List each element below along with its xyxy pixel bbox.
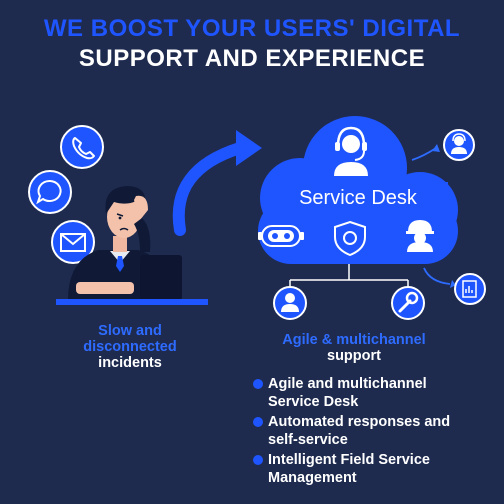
list-item-line-2: self-service [268,432,348,448]
headset-agent-icon [334,126,368,176]
list-item-line-1: Agile and multichannel [268,376,427,392]
bullet-dot-icon [253,417,263,427]
list-item: Automated responses and self-service [250,413,500,449]
list-item-line-2: Management [268,470,357,486]
right-caption: Agile & multichannel support [268,332,440,364]
list-item: Agile and multichannel Service Desk [250,375,500,411]
field-technician-icon [406,220,434,252]
left-caption-line-3: incidents [98,355,162,371]
title-line-2: SUPPORT AND EXPERIENCE [78,45,426,72]
list-item: Intelligent Field Service Management [250,451,500,487]
list-item-line-1: Automated responses and [268,414,451,430]
bullet-dot-icon [253,379,263,389]
stressed-person-illustration [56,186,208,305]
agent-icon [443,129,475,161]
robot-icon [258,225,304,247]
wrench-icon [391,286,425,320]
page-title: WE BOOST YOUR USERS' DIGITAL SUPPORT AND… [0,14,504,74]
feature-list: Agile and multichannel Service Desk Auto… [250,375,500,489]
chat-bubble-icon [28,170,72,214]
arrow-to-agent [411,144,440,161]
left-caption: Slow and disconnected incidents [50,323,210,371]
user-icon [273,286,307,320]
left-caption-line-1: Slow and [98,323,162,339]
cloud-connectors [289,264,409,288]
title-line-1: WE BOOST YOUR USERS' DIGITAL [43,15,461,42]
mail-icon [51,220,95,264]
list-item-line-1: Intelligent Field Service [268,452,430,468]
service-desk-label: Service Desk [299,187,417,209]
list-item-line-2: Service Desk [268,394,359,410]
bullet-dot-icon [253,455,263,465]
left-caption-line-2: disconnected [83,339,177,355]
right-caption-line-2: support [327,348,381,364]
right-caption-line-1: Agile & multichannel [282,332,426,348]
arrow-to-report [423,267,456,288]
phone-icon [60,125,104,169]
report-icon [454,273,486,305]
shield-icon [334,220,366,257]
curved-arrow [172,130,262,236]
